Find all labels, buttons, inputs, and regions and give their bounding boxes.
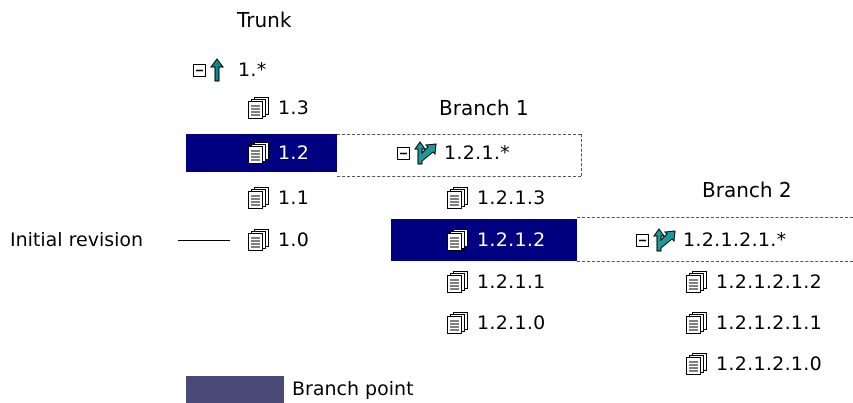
branch2-tip-label: 1.2.1.2.1.* [683, 229, 787, 251]
branch2-revision-row[interactable]: 1.2.1.2.1.2 [686, 270, 822, 294]
document-icon [686, 353, 708, 375]
collapse-icon[interactable] [636, 233, 649, 247]
document-icon [248, 142, 270, 164]
document-icon [447, 229, 469, 251]
trunk-tip-row[interactable]: 1.* [193, 58, 267, 82]
branch1-connector-end [581, 134, 582, 176]
revision-label: 1.1 [278, 187, 310, 209]
initial-revision-label: Initial revision [10, 229, 144, 251]
legend-branch-point-swatch [186, 376, 284, 403]
revision-label: 1.0 [278, 229, 310, 251]
branch2-heading: Branch 2 [702, 178, 792, 202]
revision-label: 1.3 [278, 97, 310, 119]
branch1-heading: Branch 1 [439, 96, 529, 120]
branch1-connector-bottom [337, 176, 581, 177]
collapse-icon[interactable] [193, 63, 206, 77]
branch2-connector-bottom [577, 261, 853, 262]
branch-point-highlight [391, 219, 577, 261]
document-icon [686, 312, 708, 334]
trunk-heading: Trunk [237, 8, 292, 32]
legend-branch-point-label: Branch point [292, 378, 414, 400]
branch1-revision-row[interactable]: 1.2.1.1 [447, 270, 546, 294]
branch2-connector-top [577, 217, 853, 218]
document-icon [447, 312, 469, 334]
branch2-tip-row[interactable]: 1.2.1.2.1.* [636, 228, 786, 252]
branch1-tip-label: 1.2.1.* [444, 142, 510, 164]
collapse-icon[interactable] [397, 146, 410, 160]
revision-label: 1.2.1.2.1.0 [716, 353, 823, 375]
branch1-revision-row[interactable]: 1.2.1.2 [447, 228, 546, 252]
branch1-connector-top [337, 134, 581, 135]
revision-label: 1.2 [278, 142, 310, 164]
document-icon [447, 187, 469, 209]
branch1-revision-row[interactable]: 1.2.1.0 [447, 311, 546, 335]
document-icon [686, 271, 708, 293]
document-icon [248, 187, 270, 209]
branch-arrow-icon [414, 141, 438, 165]
branch1-revision-row[interactable]: 1.2.1.3 [447, 186, 546, 210]
trunk-arrow-icon [210, 58, 224, 82]
trunk-revision-row[interactable]: 1.1 [248, 186, 309, 210]
initial-revision-leader-line [178, 240, 230, 241]
branch1-tip-row[interactable]: 1.2.1.* [397, 141, 510, 165]
revision-label: 1.2.1.0 [477, 312, 546, 334]
branch-arrow-icon [653, 228, 677, 252]
revision-label: 1.2.1.2 [477, 229, 546, 251]
revision-label: 1.2.1.2.1.2 [716, 271, 823, 293]
trunk-tip-label: 1.* [238, 59, 267, 81]
branch2-revision-row[interactable]: 1.2.1.2.1.1 [686, 311, 822, 335]
document-icon [447, 271, 469, 293]
revision-label: 1.2.1.1 [477, 271, 546, 293]
trunk-revision-row[interactable]: 1.2 [248, 141, 309, 165]
trunk-revision-row[interactable]: 1.3 [248, 96, 309, 120]
revision-label: 1.2.1.3 [477, 187, 546, 209]
trunk-revision-row[interactable]: 1.0 [248, 228, 309, 252]
branch2-revision-row[interactable]: 1.2.1.2.1.0 [686, 352, 822, 376]
document-icon [248, 229, 270, 251]
revision-label: 1.2.1.2.1.1 [716, 312, 823, 334]
document-icon [248, 97, 270, 119]
